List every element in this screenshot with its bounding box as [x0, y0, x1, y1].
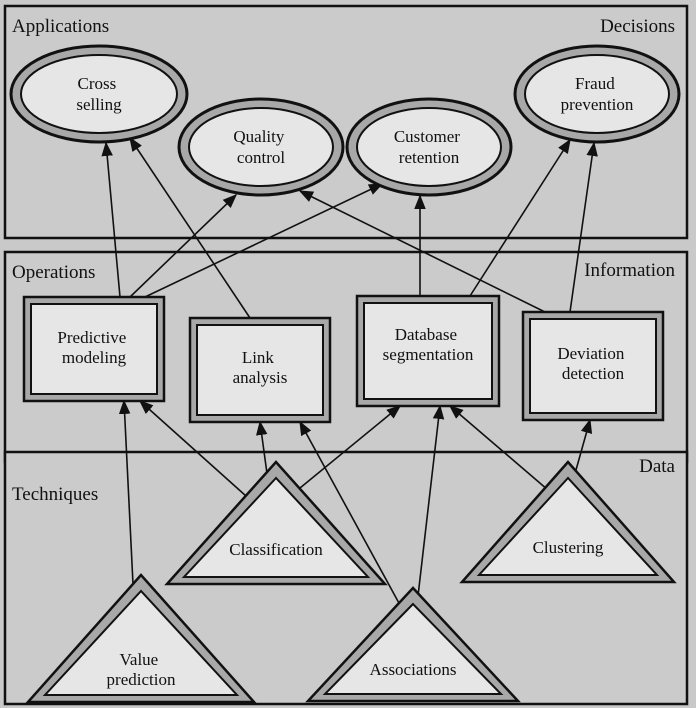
edge-classification-to-predictive [138, 400, 247, 497]
techniques-title: Techniques [12, 484, 98, 505]
information-title: Information [584, 260, 675, 281]
applications-title: Applications [12, 16, 109, 37]
application-quality-control: Quality control [177, 97, 345, 197]
edge-predictive-to-quality [129, 194, 238, 298]
application-cross-selling: Cross selling [9, 44, 189, 144]
quality-control-label: Quality control [233, 127, 288, 167]
cross-selling-label: Cross selling [76, 74, 122, 114]
edges-layer [101, 136, 598, 606]
data-title: Data [639, 456, 675, 477]
edge-deviation-to-quality [298, 190, 546, 313]
operation-predictive-modeling: Predictive modeling [22, 295, 166, 403]
predictive-modeling-label: Predictive modeling [57, 328, 130, 367]
technique-associations: Associations [305, 586, 521, 703]
technique-clustering: Clustering [459, 460, 677, 584]
edge-clustering-to-database [448, 405, 549, 491]
customer-retention-label: Customer retention [394, 127, 464, 167]
technique-classification: Classification [164, 460, 388, 586]
edge-deviation-to-fraud [569, 141, 598, 313]
edge-associations-to-database [417, 404, 445, 597]
operation-link-analysis: Link analysis [188, 316, 332, 424]
database-segmentation-label: Database segmentation [383, 325, 474, 364]
edge-database-to-fraud [469, 138, 571, 297]
edge-value-to-predictive [118, 399, 134, 585]
value-prediction-label: Value prediction [107, 650, 176, 689]
associations-label: Associations [370, 660, 457, 679]
fraud-prevention-label: Fraud prevention [561, 74, 634, 114]
edge-associations-to-link [299, 420, 401, 606]
link-analysis-label: Link analysis [233, 348, 288, 387]
deviation-detection-label: Deviation detection [557, 344, 628, 383]
edge-classification-to-database [299, 405, 402, 489]
operation-deviation-detection: Deviation detection [521, 310, 665, 422]
edge-link-to-cross [129, 136, 251, 319]
edge-clustering-to-deviation [575, 418, 593, 471]
edge-predictive-to-customer [144, 183, 384, 298]
application-customer-retention: Customer retention [345, 97, 513, 197]
technique-value-prediction: Value prediction [25, 573, 257, 704]
operation-database-segmentation: Database segmentation [355, 294, 501, 408]
edge-predictive-to-cross [101, 141, 121, 298]
decisions-title: Decisions [600, 16, 675, 37]
application-fraud-prevention: Fraud prevention [513, 44, 681, 144]
operations-title: Operations [12, 262, 95, 283]
classification-label: Classification [229, 540, 323, 559]
clustering-label: Clustering [533, 538, 604, 557]
